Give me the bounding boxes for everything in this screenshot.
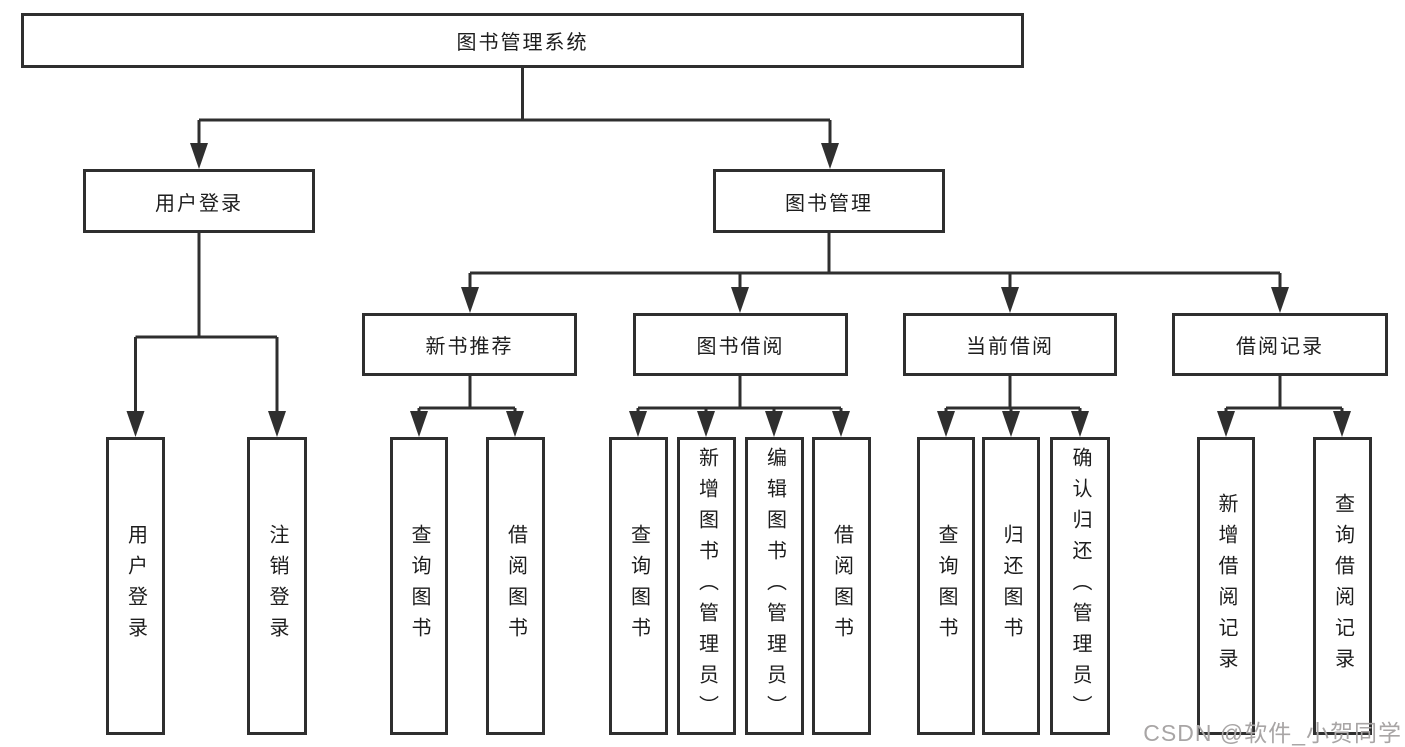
- node-book-borrowing: 图书借阅: [633, 313, 848, 376]
- leaf-edit-books-admin: 编辑图书（管理员）: [745, 437, 804, 735]
- leaf-logout: 注销登录: [247, 437, 307, 735]
- leaf-confirm-return-admin: 确认归还（管理员）: [1050, 437, 1110, 735]
- leaf-query-books-recommend: 查询图书: [390, 437, 448, 735]
- node-library-management-system: 图书管理系统: [21, 13, 1024, 68]
- leaf-borrow-books-recommend: 借阅图书: [486, 437, 545, 735]
- node-current-borrowing: 当前借阅: [903, 313, 1117, 376]
- leaf-query-books-borrowing: 查询图书: [609, 437, 668, 735]
- leaf-user-login: 用户登录: [106, 437, 165, 735]
- node-book-management: 图书管理: [713, 169, 945, 233]
- leaf-query-books-current: 查询图书: [917, 437, 975, 735]
- leaf-add-books-admin: 新增图书（管理员）: [677, 437, 736, 735]
- node-new-book-recommendation: 新书推荐: [362, 313, 577, 376]
- node-user-login: 用户登录: [83, 169, 315, 233]
- leaf-query-borrow-record: 查询借阅记录: [1313, 437, 1372, 735]
- leaf-borrow-books: 借阅图书: [812, 437, 871, 735]
- leaf-add-borrow-record: 新增借阅记录: [1197, 437, 1255, 735]
- leaf-return-books: 归还图书: [982, 437, 1040, 735]
- csdn-watermark: CSDN @软件_小贺同学: [1143, 720, 1402, 746]
- node-borrowing-records: 借阅记录: [1172, 313, 1388, 376]
